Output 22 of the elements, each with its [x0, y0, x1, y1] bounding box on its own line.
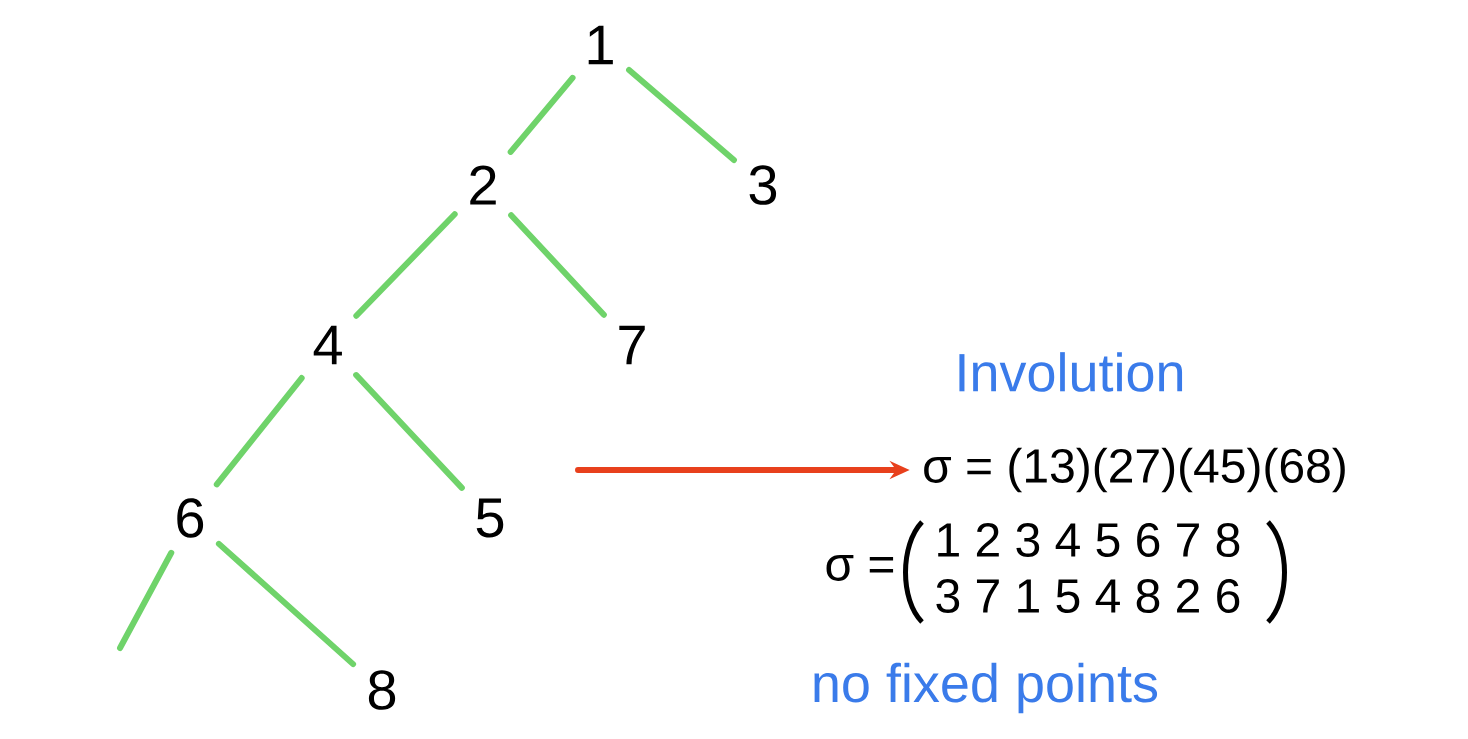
tree-edge [353, 211, 458, 319]
tree-node-number: 5 [476, 498, 504, 538]
tree-node-number: 7 [619, 325, 645, 365]
tree-edge [626, 66, 737, 164]
tree-node-number: 2 [470, 165, 496, 205]
tree-edge [215, 540, 357, 668]
tree-node-number: 4 [313, 325, 342, 365]
tree-node-number: 8 [368, 670, 396, 710]
handwritten-note: no fixed points [814, 662, 1158, 714]
matrix-row: 1 2 3 4 5 6 7 8 [938, 523, 1240, 557]
tree-node-number: 3 [749, 165, 777, 205]
tree-edge [353, 372, 465, 491]
tree-node-number: 1 [588, 25, 613, 65]
tree-edge [508, 212, 607, 318]
matrix-row: 3 7 1 5 4 8 2 6 [936, 579, 1240, 613]
tree-edge [213, 375, 305, 488]
tree-edge [117, 549, 175, 651]
tree-node-number: 6 [177, 498, 204, 538]
formula-text: σ = (13)(27)(45)(68) [924, 447, 1345, 493]
formula-text: σ = [826, 555, 894, 581]
handwritten-note: Involution [959, 352, 1183, 392]
tree-edge [507, 74, 576, 155]
